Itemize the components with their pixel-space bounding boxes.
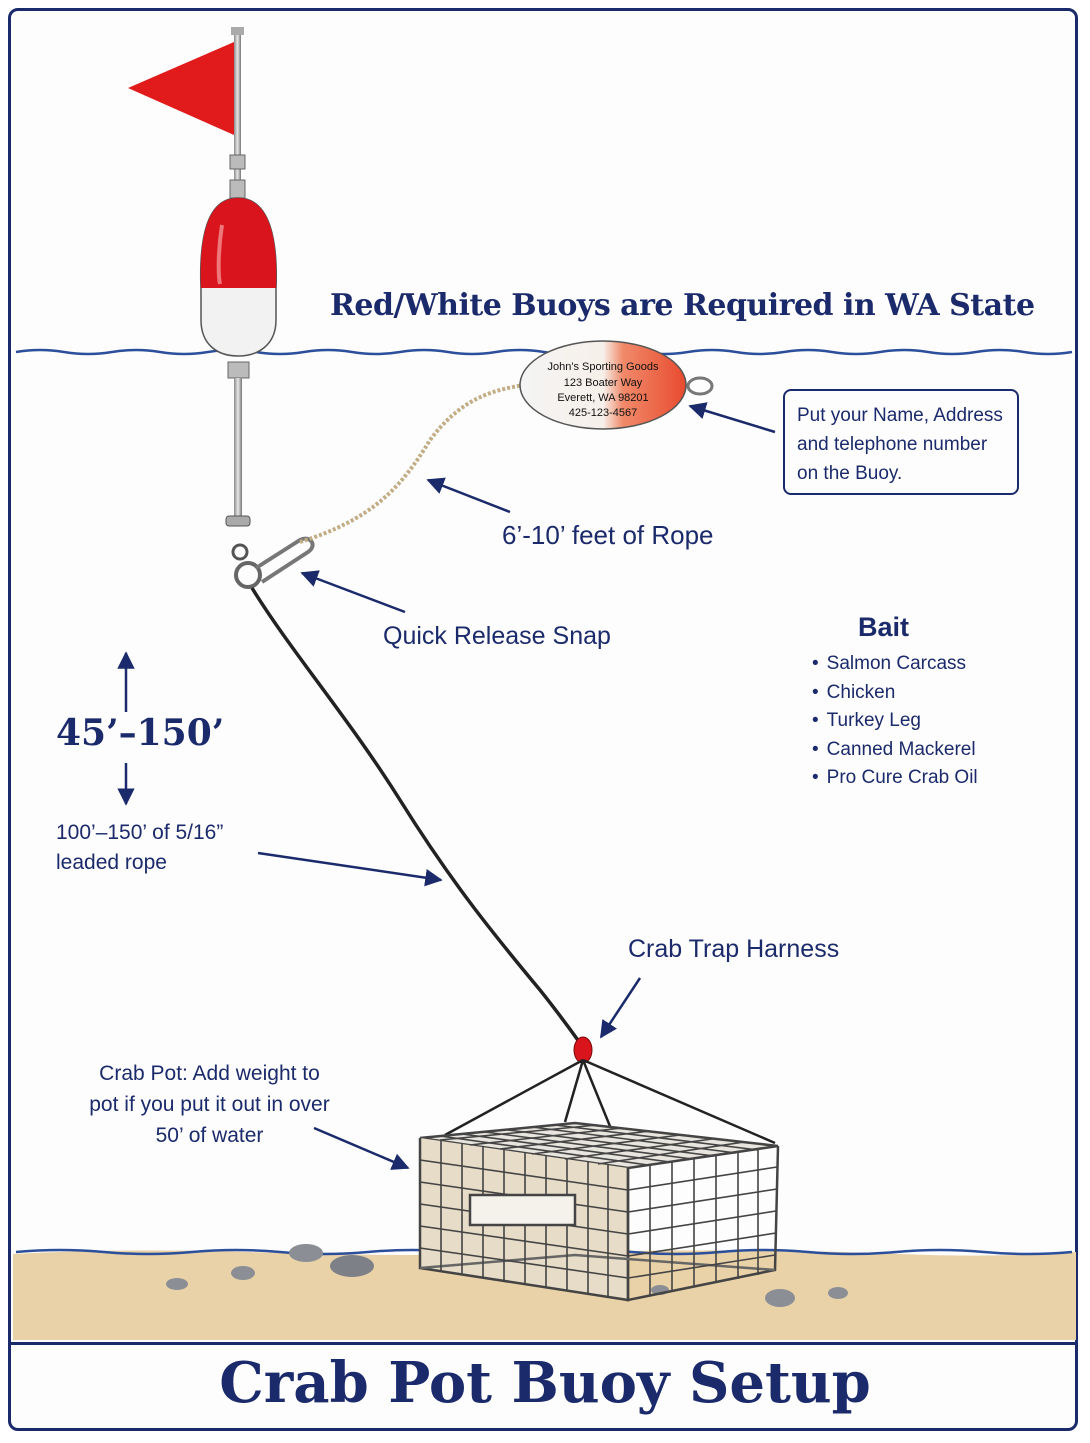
buoy-requirement-note: Red/White Buoys are Required in WA State [330, 288, 1035, 323]
flag-pole [234, 30, 241, 190]
annotation-arrows [117, 402, 776, 1170]
tag-line-4: 425-123-4567 [569, 407, 638, 419]
bait-item: Canned Mackerel [812, 736, 978, 765]
tag-instruction-box: Put your Name, Address and telephone num… [783, 389, 1019, 495]
leaded-rope-label: 100’–150’ of 5/16” leaded rope [56, 821, 224, 874]
harness-label: Crab Trap Harness [628, 935, 840, 963]
arrow-rope-length [426, 477, 511, 514]
bait-list: Salmon Carcass Chicken Turkey Leg Canned… [812, 650, 978, 793]
rope-length-label: 6’-10’ feet of Rope [502, 520, 714, 550]
red-flag-icon [128, 42, 234, 135]
leaded-rope [250, 587, 582, 1045]
short-rope [299, 383, 526, 544]
tag-buoy: John's Sporting Goods 123 Boater Way Eve… [519, 340, 714, 430]
crab-pot-cage [418, 1121, 780, 1302]
tag-line-2: 123 Boater Way [564, 377, 643, 389]
arrow-leaded-rope [257, 851, 443, 887]
tag-line-1: John's Sporting Goods [548, 361, 659, 373]
quick-release-label: Quick Release Snap [383, 622, 611, 650]
water-surface-line [15, 348, 1073, 356]
seabed-sand [13, 1250, 1076, 1340]
arrow-quick-release [300, 570, 406, 614]
bait-item: Pro Cure Crab Oil [812, 764, 978, 793]
quick-release-snap-icon [231, 536, 315, 589]
page-title: Crab Pot Buoy Setup [219, 1350, 871, 1416]
tag-line-3: Everett, WA 98201 [557, 392, 648, 404]
footer-divider [11, 1342, 1075, 1345]
arrow-crab-pot [313, 1126, 410, 1170]
lower-pole [234, 378, 242, 518]
harness-float [573, 1036, 593, 1064]
red-white-buoy [199, 197, 278, 357]
bait-item: Turkey Leg [812, 707, 978, 736]
crab-pot-note: Crab Pot: Add weight to pot if you put i… [89, 1062, 330, 1147]
pole-cap [231, 27, 244, 35]
arrow-tag-instruction [688, 402, 776, 434]
arrow-harness [599, 977, 642, 1039]
seabed-rocks [166, 1244, 848, 1307]
bait-item: Chicken [812, 679, 978, 708]
bait-title: Bait [858, 612, 910, 642]
bait-item: Salmon Carcass [812, 650, 978, 679]
depth-range-label: 45’–150’ [56, 712, 225, 754]
